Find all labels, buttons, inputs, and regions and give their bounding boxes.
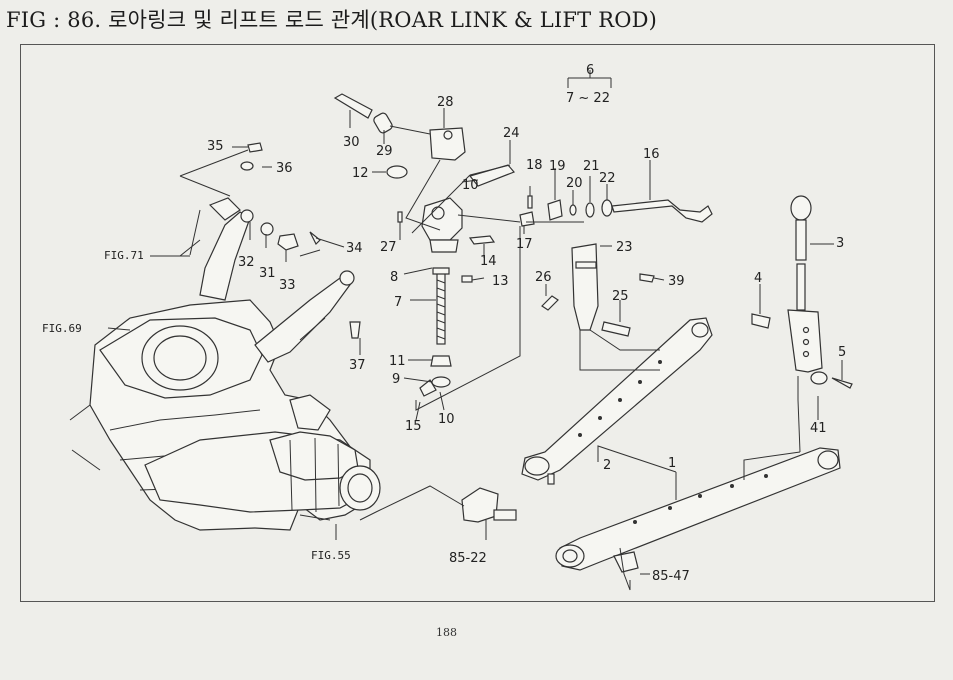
label-31: 31 xyxy=(259,266,276,281)
label-85-47: 85-47 xyxy=(652,569,690,584)
label-5: 5 xyxy=(838,345,846,360)
label-34: 34 xyxy=(346,241,363,256)
label-7: 7 xyxy=(394,295,402,310)
fig-ref-69: FIG.69 xyxy=(42,322,82,335)
label-20: 20 xyxy=(566,176,583,191)
lift-rod-drawing xyxy=(751,195,853,389)
figure-references: FIG.71 FIG.69 FIG.55 xyxy=(42,249,351,562)
label-13: 13 xyxy=(492,274,509,289)
label-2: 2 xyxy=(603,458,611,473)
label-6-range: 7 ~ 22 xyxy=(566,91,610,106)
transmission-housing-drawing xyxy=(69,197,381,531)
label-1: 1 xyxy=(668,456,676,471)
label-11: 11 xyxy=(389,354,406,369)
label-23: 23 xyxy=(616,240,633,255)
page-title: FIG : 86. 로아링크 및 리프트 로드 관계(ROAR LINK & L… xyxy=(6,8,658,32)
label-32: 32 xyxy=(238,255,255,270)
label-21: 21 xyxy=(583,159,600,174)
label-28: 28 xyxy=(437,95,454,110)
label-12: 12 xyxy=(352,166,369,181)
label-29: 29 xyxy=(376,144,393,159)
label-10-lower: 10 xyxy=(438,412,455,427)
label-14: 14 xyxy=(480,254,497,269)
label-85-22: 85-22 xyxy=(449,551,487,566)
label-16: 16 xyxy=(643,147,660,162)
pivot-bracket-drawing xyxy=(461,487,517,523)
diagram-frame xyxy=(20,44,935,602)
label-17: 17 xyxy=(516,237,533,252)
label-37: 37 xyxy=(349,358,366,373)
label-19: 19 xyxy=(549,159,566,174)
label-24: 24 xyxy=(503,126,520,141)
label-9: 9 xyxy=(392,372,400,387)
label-26: 26 xyxy=(535,270,552,285)
pivot-hardware-drawing xyxy=(240,142,361,339)
label-6: 6 xyxy=(586,63,594,78)
part-labels: 6 7 ~ 22 28 30 29 24 16 35 36 12 10 18 1… xyxy=(207,63,846,584)
label-10-upper: 10 xyxy=(462,178,479,193)
label-33: 33 xyxy=(279,278,296,293)
label-4: 4 xyxy=(754,271,762,286)
label-36: 36 xyxy=(276,161,293,176)
label-35: 35 xyxy=(207,139,224,154)
lower-link-1-drawing xyxy=(555,447,841,573)
label-41: 41 xyxy=(810,421,827,436)
label-15: 15 xyxy=(405,419,422,434)
label-8: 8 xyxy=(390,270,398,285)
label-27: 27 xyxy=(380,240,397,255)
label-18: 18 xyxy=(526,158,543,173)
label-3: 3 xyxy=(836,236,844,251)
label-30: 30 xyxy=(343,135,360,150)
lower-link-2-drawing xyxy=(521,317,713,485)
fig-ref-55: FIG.55 xyxy=(311,549,351,562)
label-39: 39 xyxy=(668,274,685,289)
page-number: 188 xyxy=(436,626,457,639)
leader-lines xyxy=(107,70,843,591)
label-22: 22 xyxy=(599,171,616,186)
fig-ref-71: FIG.71 xyxy=(104,249,144,262)
label-25: 25 xyxy=(612,289,629,304)
